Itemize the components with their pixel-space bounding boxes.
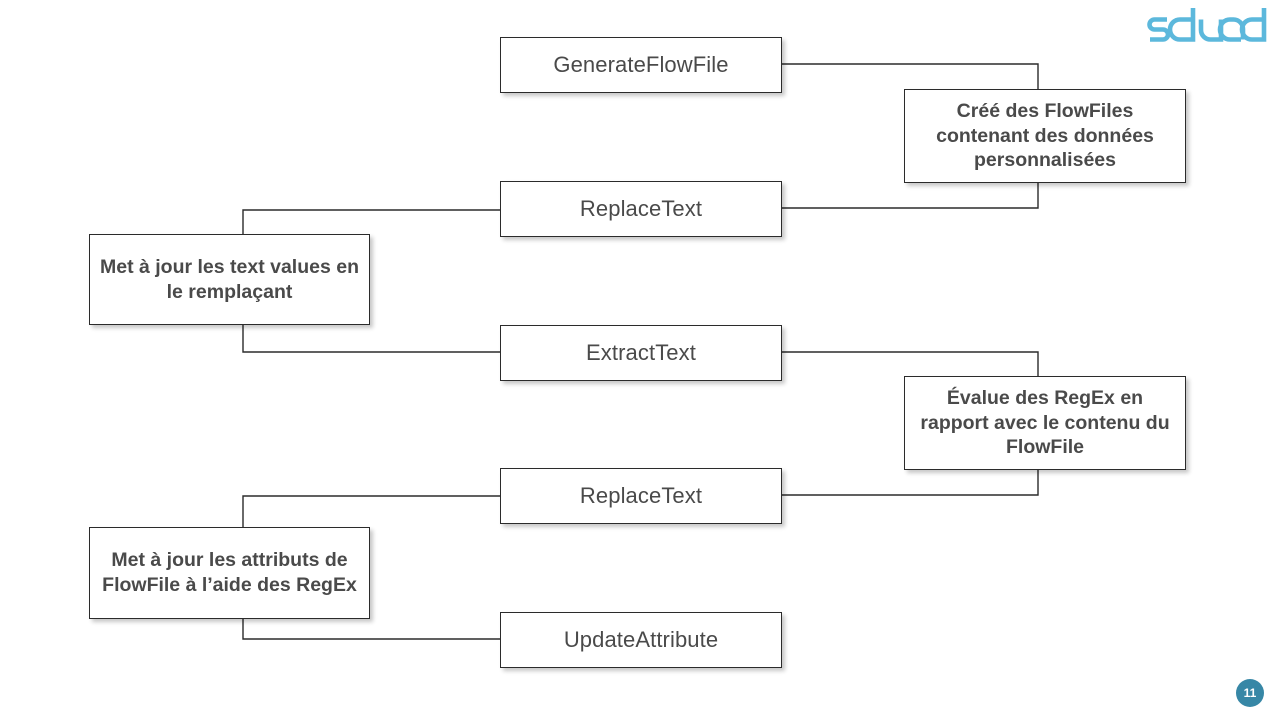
description-label: Met à jour les attributs de FlowFile à l… [102,549,357,596]
description-box-create-flowfiles[interactable]: Créé des FlowFiles contenant des données… [904,89,1186,183]
description-box-replace-text-values[interactable]: Met à jour les text values en le remplaç… [89,234,370,325]
description-label: Évalue des RegEx en rapport avec le cont… [920,386,1170,459]
processor-label: ReplaceText [579,483,703,508]
processor-box-replacetext-2[interactable]: ReplaceText [500,468,782,524]
processor-box-replacetext-1[interactable]: ReplaceText [500,181,782,237]
description-label: Met à jour les text values en le remplaç… [99,255,359,303]
processor-label: ExtractText [586,340,696,365]
page-number-badge: 11 [1236,679,1264,707]
processor-box-generateflowfile[interactable]: GenerateFlowFile [500,37,782,93]
description-label: Créé des FlowFiles contenant des données… [936,99,1154,172]
description-box-evaluate-regex[interactable]: Évalue des RegEx en rapport avec le cont… [904,376,1186,470]
description-box-update-attributes[interactable]: Met à jour les attributs de FlowFile à l… [89,527,370,619]
processor-label: UpdateAttribute [563,627,719,652]
processor-box-updateattribute[interactable]: UpdateAttribute [500,612,782,668]
page-number-label: 11 [1243,686,1257,700]
processor-box-extracttext[interactable]: ExtractText [500,325,782,381]
processor-label: GenerateFlowFile [553,52,729,77]
processor-label: ReplaceText [579,196,703,221]
squad-logo [1146,4,1268,48]
